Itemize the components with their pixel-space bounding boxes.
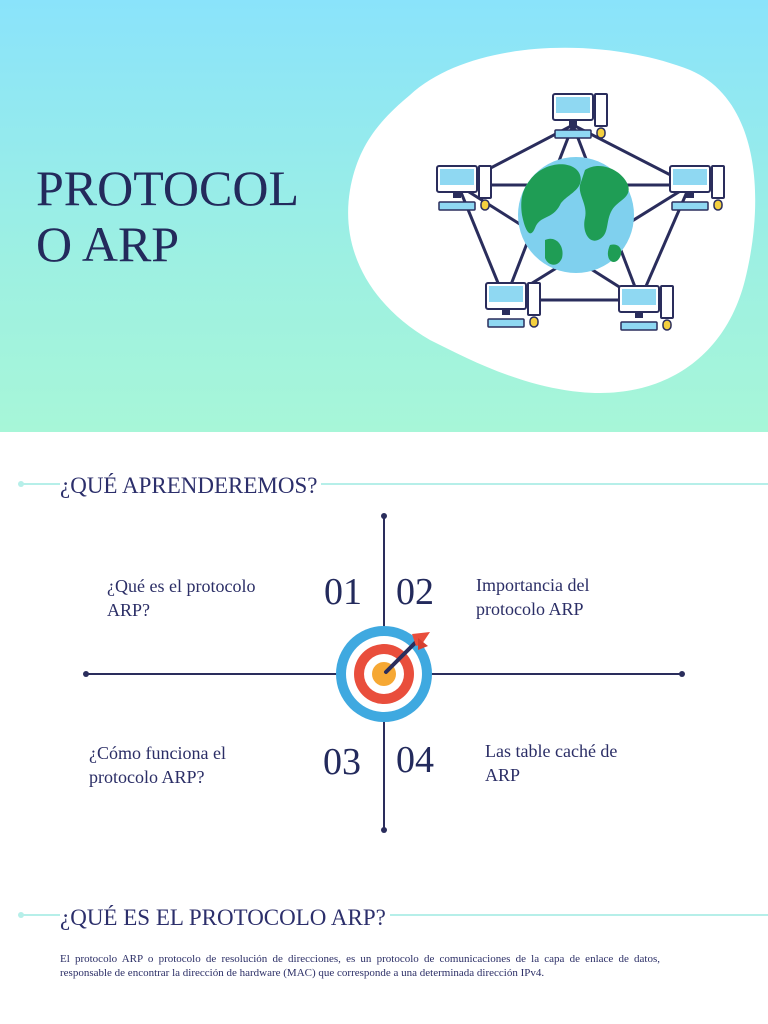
section-2-heading: ¿QUÉ ES EL PROTOCOLO ARP?	[60, 905, 390, 931]
axis-dot-top	[381, 513, 387, 519]
heading-rule	[20, 483, 768, 485]
list-item-1-line-1: ¿Qué es el protocolo	[107, 576, 256, 596]
network-illustration	[436, 93, 725, 331]
list-item-4-line-2: ARP	[485, 765, 521, 785]
globe-icon	[518, 157, 634, 273]
heading-rule-dot	[18, 481, 24, 487]
computer-icon	[618, 285, 674, 331]
computer-icon	[485, 282, 541, 328]
computer-icon	[436, 165, 492, 211]
page-title: PROTOCOL O ARP	[36, 160, 336, 272]
list-item-2-text: Importancia del protocolo ARP	[476, 573, 589, 621]
section-heading: ¿QUÉ APRENDEREMOS?	[60, 473, 322, 499]
heading-rule-2	[20, 914, 768, 916]
title-slide: PROTOCOL O ARP	[0, 0, 768, 432]
list-item-2-number: 02	[396, 571, 434, 613]
title-line-1: PROTOCOL	[36, 160, 300, 216]
list-item-3-text: ¿Cómo funciona el protocolo ARP?	[89, 741, 226, 789]
axis-dot-right	[679, 671, 685, 677]
computer-icon	[669, 165, 725, 211]
list-item-3-line-2: protocolo ARP?	[89, 767, 205, 787]
list-item-1-text: ¿Qué es el protocolo ARP?	[107, 574, 255, 622]
list-item-2-line-2: protocolo ARP	[476, 599, 584, 619]
list-item-3-number: 03	[323, 741, 361, 783]
list-item-4-text: Las table caché de ARP	[485, 739, 617, 787]
list-item-2-line-1: Importancia del	[476, 575, 590, 595]
list-item-4-number: 04	[396, 739, 434, 781]
list-item-4-line-1: Las table caché de	[485, 741, 618, 761]
heading-rule-2-dot	[18, 912, 24, 918]
list-item-3-line-1: ¿Cómo funciona el	[89, 743, 226, 763]
title-line-2: O ARP	[36, 216, 180, 272]
list-item-1-line-2: ARP?	[107, 600, 151, 620]
computer-icon	[552, 93, 608, 139]
section-2-paragraph: El protocolo ARP o protocolo de resoluci…	[60, 953, 660, 979]
axis-dot-bottom	[381, 827, 387, 833]
list-item-1-number: 01	[324, 571, 362, 613]
axis-dot-left	[83, 671, 89, 677]
arrow-icon	[384, 632, 430, 674]
target-icon	[336, 626, 432, 722]
